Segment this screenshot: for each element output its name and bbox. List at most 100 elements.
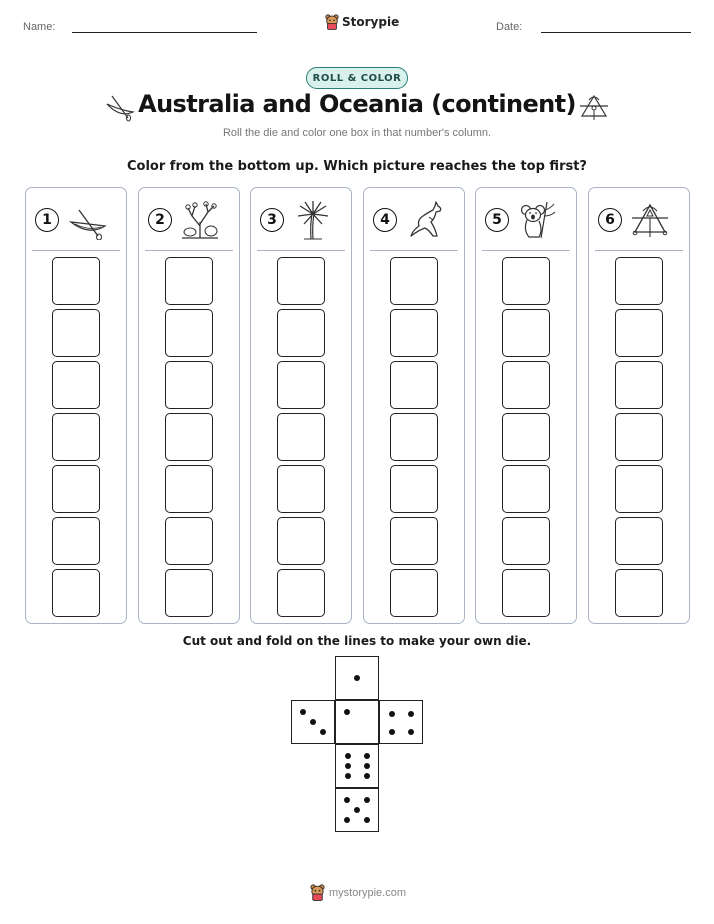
column-header: 1 [35,202,117,240]
column-number: 4 [373,208,397,232]
brand-logo: Storypie [325,14,399,30]
storypie-bear-icon [325,14,339,30]
storypie-bear-icon [310,884,325,901]
color-box[interactable] [165,517,213,565]
color-box[interactable] [390,465,438,513]
color-box[interactable] [165,413,213,461]
column-number: 6 [598,208,622,232]
color-box[interactable] [615,517,663,565]
column-3: 3 [250,187,352,624]
color-box[interactable] [277,257,325,305]
coral-icon [182,201,218,239]
color-box[interactable] [615,361,663,409]
color-box[interactable] [502,413,550,461]
page-subtitle: Roll the die and color one box in that n… [222,127,492,139]
color-box[interactable] [615,569,663,617]
brand-name: Storypie [342,15,400,29]
color-box[interactable] [277,569,325,617]
date-label: Date: [496,21,523,33]
color-box[interactable] [277,465,325,513]
color-box[interactable] [615,465,663,513]
palm-tree-icon [297,201,329,240]
column-2: 2 [138,187,240,624]
color-box[interactable] [390,413,438,461]
color-box[interactable] [390,257,438,305]
color-box[interactable] [277,309,325,357]
column-4: 4 [363,187,465,624]
color-box[interactable] [165,569,213,617]
color-box[interactable] [52,413,100,461]
column-divider [145,250,233,251]
color-box[interactable] [390,569,438,617]
die-pip [344,817,350,823]
column-header: 2 [148,201,230,239]
color-box[interactable] [277,361,325,409]
die-pip [389,711,395,717]
die-pip [345,763,351,769]
color-box[interactable] [502,517,550,565]
die-pip [320,729,326,735]
instruction-text: Color from the bottom up. Which picture … [127,159,587,174]
color-box[interactable] [502,361,550,409]
die-pip [344,709,350,715]
column-header: 6 [598,202,680,238]
color-box[interactable] [615,309,663,357]
color-box[interactable] [390,361,438,409]
color-box[interactable] [52,257,100,305]
column-header: 4 [373,201,455,238]
footer: mystorypie.com [310,884,406,901]
canoe-icon [106,95,136,122]
column-divider [32,250,120,251]
column-6: 6 [588,187,690,624]
column-number: 5 [485,208,509,232]
color-box[interactable] [165,309,213,357]
column-number: 2 [148,208,172,232]
page-title: Australia and Oceania (continent) [138,90,576,118]
color-box[interactable] [52,465,100,513]
die-pip [300,709,306,715]
color-box[interactable] [52,309,100,357]
color-box[interactable] [502,257,550,305]
color-box[interactable] [52,569,100,617]
kangaroo-icon [410,201,442,237]
column-divider [595,250,683,251]
color-box[interactable] [502,569,550,617]
color-box[interactable] [390,309,438,357]
column-number: 1 [35,208,59,232]
color-box[interactable] [165,465,213,513]
column-1: 1 [25,187,127,624]
die-pip [345,753,351,759]
die-face-1 [335,700,379,744]
color-box[interactable] [615,413,663,461]
color-box[interactable] [277,517,325,565]
canoe-icon [68,209,107,240]
die-pip [364,753,370,759]
roll-and-color-tag: ROLL & COLOR [306,67,408,89]
color-box[interactable] [390,517,438,565]
column-divider [482,250,570,251]
die-face-6 [335,744,379,788]
die-pip [354,807,360,813]
column-header: 3 [260,201,342,240]
die-pip [310,719,316,725]
die-pip [344,797,350,803]
color-box[interactable] [615,257,663,305]
die-pip [354,675,360,681]
die-face-3 [291,700,335,744]
color-box[interactable] [165,361,213,409]
footer-site[interactable]: mystorypie.com [329,886,407,899]
color-box[interactable] [52,517,100,565]
color-box[interactable] [502,465,550,513]
die-face-4 [379,700,423,744]
cut-instruction: Cut out and fold on the lines to make yo… [182,634,532,648]
die-pip [389,729,395,735]
column-number: 3 [260,208,284,232]
date-line[interactable] [541,32,691,33]
column-divider [257,250,345,251]
name-line[interactable] [72,32,257,33]
color-box[interactable] [165,257,213,305]
color-box[interactable] [277,413,325,461]
color-box[interactable] [502,309,550,357]
die-pip [408,711,414,717]
color-box[interactable] [52,361,100,409]
